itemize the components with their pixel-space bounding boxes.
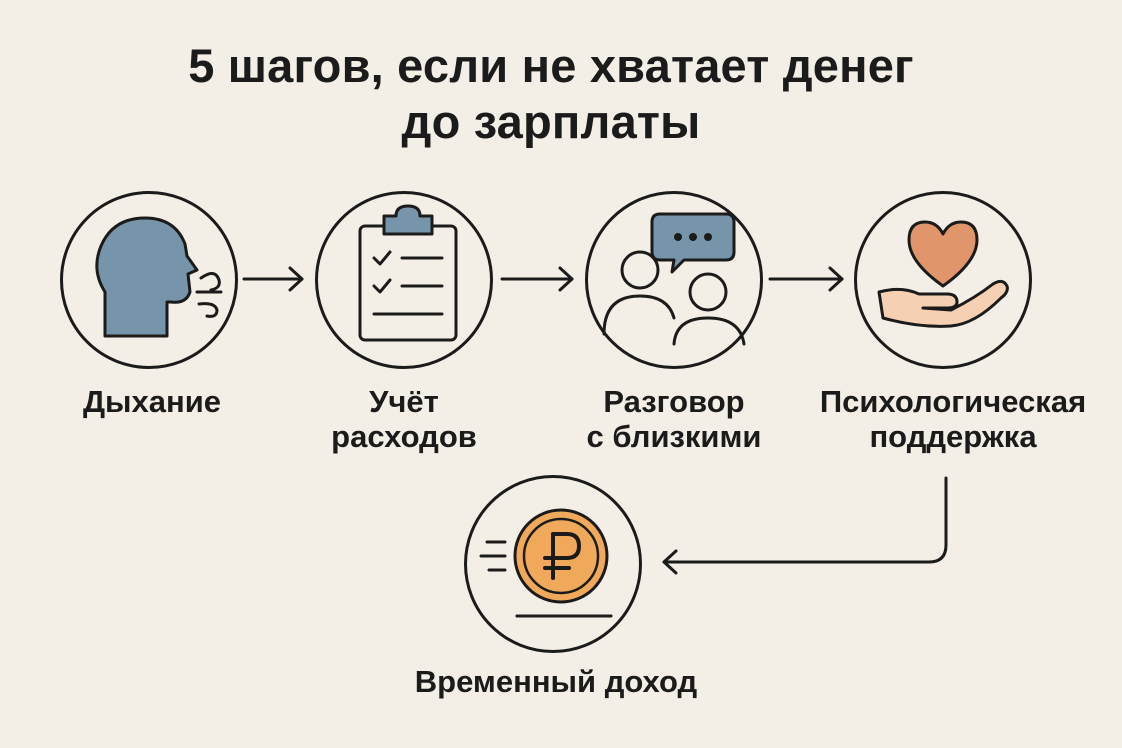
step-2-label: Учёт расходов — [331, 384, 477, 454]
clipboard-checklist-icon — [358, 204, 458, 342]
title-line-2: до зарплаты — [401, 95, 701, 148]
step-2-circle — [315, 191, 493, 369]
step-3-label: Разговор с близкими — [586, 384, 762, 454]
step-1-circle — [60, 191, 238, 369]
arrow-3-to-4 — [768, 266, 844, 292]
breathing-head-icon — [95, 216, 223, 338]
step-4-label: Психологическая поддержка — [819, 384, 1087, 454]
people-chat-icon — [602, 212, 746, 346]
step-4-circle — [854, 191, 1032, 369]
ruble-coin-icon — [479, 508, 613, 618]
arrow-2-to-3 — [500, 266, 574, 292]
step-3-circle — [585, 191, 763, 369]
arrow-1-to-2 — [242, 266, 304, 292]
step-1-label: Дыхание — [82, 384, 222, 419]
title-line-1: 5 шагов, если не хватает денег — [188, 39, 914, 92]
step-5-circle — [464, 475, 642, 653]
arrow-4-to-5 — [662, 476, 948, 575]
diagram-title: 5 шагов, если не хватает денег до зарпла… — [0, 38, 1102, 150]
heart-hand-icon — [877, 220, 1009, 328]
step-5-label: Временный доход — [414, 664, 698, 699]
